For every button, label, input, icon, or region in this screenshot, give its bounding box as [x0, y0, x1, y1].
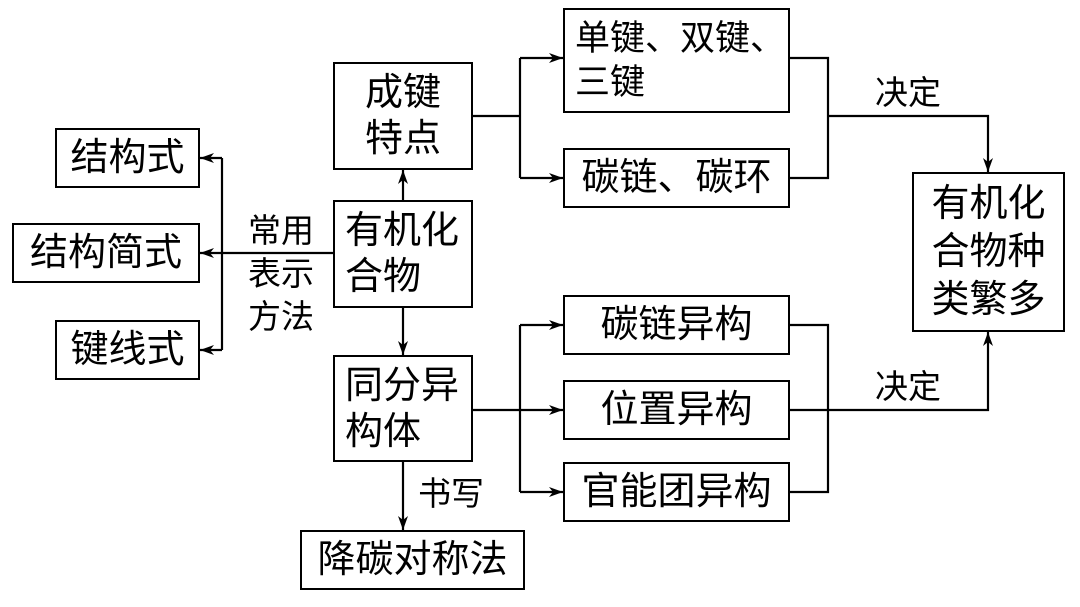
- skeletal-formula-text: 键线式: [70, 329, 185, 371]
- organic-compound-line-2: 合物: [345, 256, 422, 298]
- decides-top-arrow: [828, 114, 993, 172]
- organic-compound-box: 有机化 合物: [333, 200, 473, 308]
- notation-label-line-2: 表示: [248, 257, 314, 293]
- skeletal-formula-box: 键线式: [55, 320, 200, 380]
- functional-group-isomer-box: 官能团异构: [563, 462, 790, 522]
- condensed-formula-text: 结构简式: [29, 232, 182, 274]
- position-isomer-box: 位置异构: [563, 380, 790, 440]
- bond-types-line-1: 单键、双键、: [575, 18, 786, 58]
- position-isomer-text: 位置异构: [600, 389, 753, 431]
- decides-label-top: 决定: [875, 76, 941, 112]
- writing-method-text: 降碳对称法: [317, 539, 508, 581]
- isomer-line-2: 构体: [345, 410, 422, 453]
- notation-label-line-1: 常用: [248, 214, 314, 250]
- structural-formula-box: 结构式: [55, 128, 200, 188]
- writing-label: 书写: [418, 477, 484, 513]
- chain-ring-text: 碳链、碳环: [581, 157, 772, 199]
- bond-types-line-2: 三键: [575, 62, 646, 102]
- variety-result-box: 有机化 合物种 类繁多: [912, 172, 1065, 332]
- chain-ring-box: 碳链、碳环: [563, 148, 790, 208]
- functional-group-isomer-text: 官能团异构: [581, 471, 772, 513]
- variety-result-line-2: 合物种: [931, 231, 1046, 273]
- chain-isomer-box: 碳链异构: [563, 295, 790, 355]
- structural-formula-text: 结构式: [70, 137, 185, 179]
- isomer-merge-bracket: [790, 323, 830, 494]
- bonding-features-box: 成键 特点: [333, 62, 473, 170]
- bonding-features-line-1: 成键: [364, 72, 441, 114]
- bond-types-box: 单键、双键、 三键: [563, 8, 790, 113]
- isomer-line-1: 同分异: [345, 364, 460, 407]
- bonding-merge-bracket: [790, 56, 830, 180]
- decides-label-bottom: 决定: [875, 370, 941, 406]
- chain-isomer-text: 碳链异构: [600, 304, 753, 346]
- bonding-features-line-2: 特点: [364, 118, 441, 160]
- notation-label-line-3: 方法: [248, 300, 314, 336]
- condensed-formula-box: 结构简式: [12, 223, 200, 283]
- isomer-box: 同分异 构体: [333, 355, 473, 462]
- writing-method-box: 降碳对称法: [300, 530, 525, 590]
- variety-result-line-1: 有机化: [931, 183, 1046, 225]
- organic-compound-line-1: 有机化: [345, 210, 460, 252]
- variety-result-line-3: 类繁多: [931, 279, 1046, 321]
